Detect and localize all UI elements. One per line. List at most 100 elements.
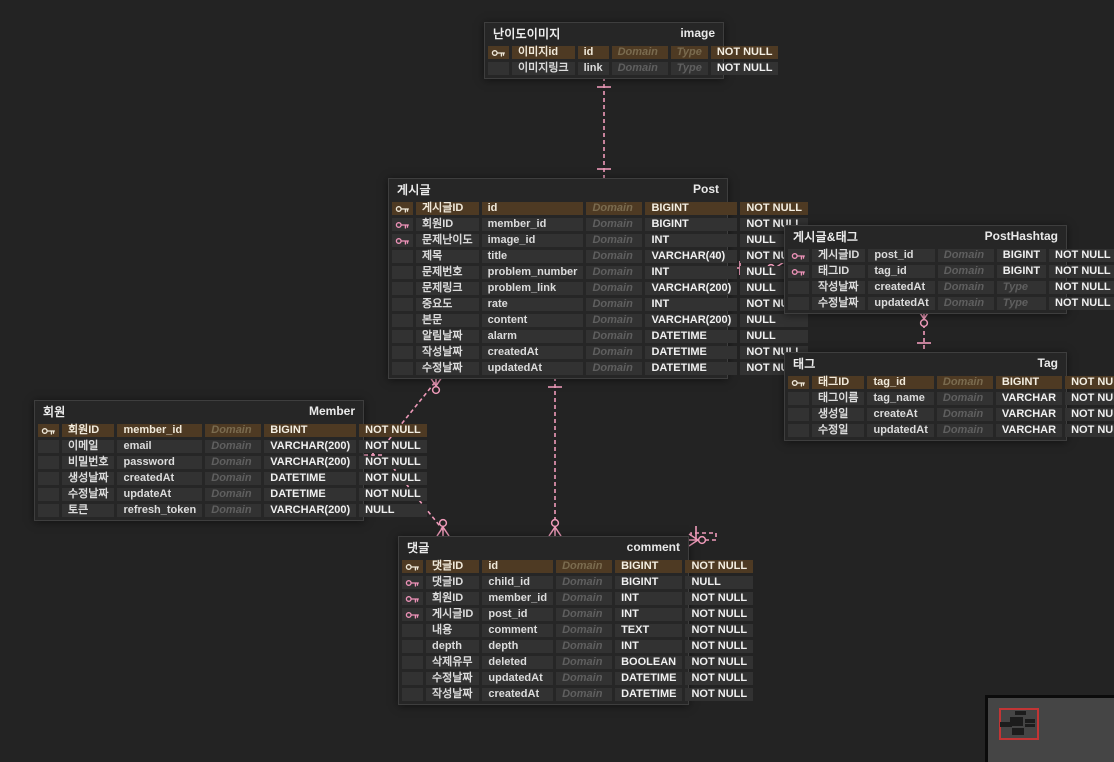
column-physical-name[interactable]: deleted [482, 656, 554, 669]
column-type[interactable]: VARCHAR(40) [645, 250, 738, 263]
column-domain[interactable]: Domain [937, 297, 994, 310]
column-type[interactable]: DATETIME [264, 472, 357, 485]
table-header[interactable]: 태그 Tag [785, 353, 1066, 373]
column-domain[interactable]: Domain [586, 330, 643, 343]
column-physical-name[interactable]: image_id [481, 234, 584, 247]
column-type[interactable]: VARCHAR(200) [645, 282, 738, 295]
column-name[interactable]: 생성일 [812, 408, 865, 421]
column-domain[interactable]: Domain [611, 62, 668, 75]
column-physical-name[interactable]: createdAt [481, 346, 584, 359]
table-column-row[interactable]: 댓글ID child_id Domain BIGINT NULL [402, 576, 754, 589]
column-nullable[interactable]: NOT NULL [685, 688, 754, 701]
column-type[interactable]: BOOLEAN [615, 656, 683, 669]
column-domain[interactable]: Domain [586, 346, 643, 359]
column-domain[interactable]: Domain [556, 592, 613, 605]
column-domain[interactable]: Domain [936, 408, 993, 421]
column-type[interactable]: VARCHAR(200) [645, 314, 738, 327]
column-type[interactable]: DATETIME [264, 488, 357, 501]
column-type[interactable]: INT [615, 608, 683, 621]
column-physical-name[interactable]: rate [481, 298, 584, 311]
column-domain[interactable]: Domain [205, 472, 262, 485]
column-nullable[interactable]: NULL [359, 504, 427, 517]
column-domain[interactable]: Domain [936, 376, 993, 389]
column-physical-name[interactable]: member_id [117, 424, 203, 437]
table-column-row[interactable]: 태그ID tag_id Domain BIGINT NOT NULL [788, 265, 1114, 278]
column-domain[interactable]: Domain [936, 392, 993, 405]
table-column-row[interactable]: 작성날짜 createdAt Domain DATETIME NOT NULL [402, 688, 754, 701]
table-column-row[interactable]: 댓글ID id Domain BIGINT NOT NULL [402, 560, 754, 573]
column-nullable[interactable]: NOT NULL [1065, 376, 1114, 389]
column-name[interactable]: 내용 [426, 624, 480, 637]
column-domain[interactable]: Domain [586, 282, 643, 295]
column-type[interactable]: BIGINT [995, 376, 1063, 389]
column-domain[interactable]: Domain [586, 234, 643, 247]
erd-table[interactable]: 태그 Tag 태그ID tag_id Domain BIGINT NOT NUL… [784, 352, 1114, 441]
column-nullable[interactable]: NOT NULL [685, 560, 754, 573]
column-physical-name[interactable]: post_id [868, 249, 935, 262]
column-physical-name[interactable]: createAt [867, 408, 934, 421]
column-domain[interactable]: Domain [586, 202, 643, 215]
table-column-row[interactable]: 알림날짜 alarm Domain DATETIME NULL [392, 330, 808, 343]
table-column-row[interactable]: 태그ID tag_id Domain BIGINT NOT NULL [788, 376, 1114, 389]
column-nullable[interactable]: NULL [740, 330, 808, 343]
column-type[interactable]: BIGINT [264, 424, 357, 437]
column-physical-name[interactable]: refresh_token [117, 504, 203, 517]
column-domain[interactable]: Domain [556, 624, 613, 637]
column-name[interactable]: 태그ID [812, 376, 865, 389]
column-domain[interactable]: Domain [586, 218, 643, 231]
column-physical-name[interactable]: updateAt [117, 488, 203, 501]
table-column-row[interactable]: 게시글ID post_id Domain INT NOT NULL [402, 608, 754, 621]
column-nullable[interactable]: NOT NULL [1049, 265, 1114, 278]
column-type[interactable]: VARCHAR [995, 392, 1063, 405]
column-domain[interactable]: Domain [937, 281, 994, 294]
column-type[interactable]: DATETIME [615, 672, 683, 685]
column-physical-name[interactable]: updatedAt [481, 362, 584, 375]
column-nullable[interactable]: NOT NULL [685, 672, 754, 685]
column-physical-name[interactable]: id [481, 202, 584, 215]
table-column-row[interactable]: 비밀번호 password Domain VARCHAR(200) NOT NU… [38, 456, 427, 469]
table-column-row[interactable]: 회원ID member_id Domain BIGINT NOT NULL [38, 424, 427, 437]
column-type[interactable]: DATETIME [615, 688, 683, 701]
table-column-row[interactable]: 회원ID member_id Domain BIGINT NOT NULL [392, 218, 808, 231]
table-column-row[interactable]: 내용 comment Domain TEXT NOT NULL [402, 624, 754, 637]
column-name[interactable]: 수정날짜 [426, 672, 480, 685]
column-nullable[interactable]: NOT NULL [710, 46, 779, 59]
column-name[interactable]: 수정날짜 [812, 297, 866, 310]
table-column-row[interactable]: 본문 content Domain VARCHAR(200) NULL [392, 314, 808, 327]
column-type[interactable]: VARCHAR(200) [264, 440, 357, 453]
column-domain[interactable]: Domain [556, 688, 613, 701]
table-column-row[interactable]: depth depth Domain INT NOT NULL [402, 640, 754, 653]
column-type[interactable]: VARCHAR [995, 408, 1063, 421]
table-column-row[interactable]: 회원ID member_id Domain INT NOT NULL [402, 592, 754, 605]
column-type[interactable]: INT [615, 640, 683, 653]
column-physical-name[interactable]: content [481, 314, 584, 327]
column-physical-name[interactable]: createdAt [482, 688, 554, 701]
column-nullable[interactable]: NOT NULL [1049, 281, 1114, 294]
column-name[interactable]: 작성날짜 [812, 281, 866, 294]
column-physical-name[interactable]: member_id [481, 218, 584, 231]
column-type[interactable]: Type [670, 62, 708, 75]
column-name[interactable]: 알림날짜 [416, 330, 479, 343]
column-physical-name[interactable]: createdAt [117, 472, 203, 485]
column-nullable[interactable]: NOT NULL [359, 488, 427, 501]
column-domain[interactable]: Domain [556, 576, 613, 589]
column-domain[interactable]: Domain [586, 314, 643, 327]
column-type[interactable]: BIGINT [996, 249, 1047, 262]
column-nullable[interactable]: NOT NULL [685, 592, 754, 605]
table-column-row[interactable]: 수정날짜 updateAt Domain DATETIME NOT NULL [38, 488, 427, 501]
table-column-row[interactable]: 이메일 email Domain VARCHAR(200) NOT NULL [38, 440, 427, 453]
column-name[interactable]: 댓글ID [426, 560, 480, 573]
column-domain[interactable]: Domain [556, 656, 613, 669]
table-column-row[interactable]: 생성날짜 createdAt Domain DATETIME NOT NULL [38, 472, 427, 485]
column-type[interactable]: INT [645, 266, 738, 279]
column-physical-name[interactable]: tag_id [867, 376, 934, 389]
column-name[interactable]: 토큰 [62, 504, 115, 517]
column-type[interactable]: DATETIME [645, 362, 738, 375]
table-header[interactable]: 게시글&태그 PostHashtag [785, 226, 1066, 246]
column-physical-name[interactable]: tag_name [867, 392, 934, 405]
column-name[interactable]: 생성날짜 [62, 472, 115, 485]
table-column-row[interactable]: 작성날짜 createdAt Domain Type NOT NULL [788, 281, 1114, 294]
table-column-row[interactable]: 문제링크 problem_link Domain VARCHAR(200) NU… [392, 282, 808, 295]
column-type[interactable]: BIGINT [996, 265, 1047, 278]
